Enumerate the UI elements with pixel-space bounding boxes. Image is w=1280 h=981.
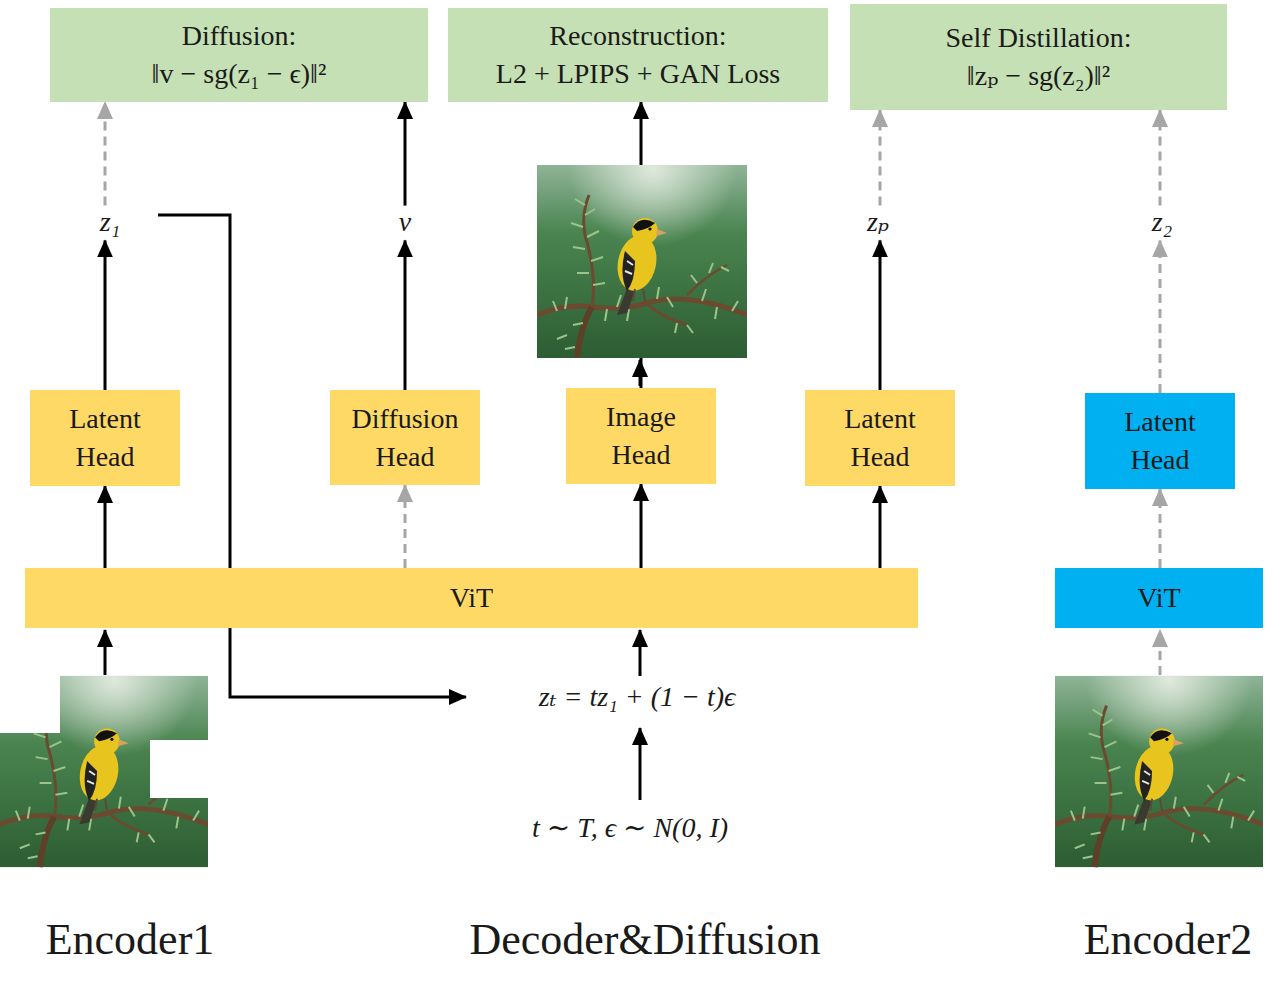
latent-variable: z₁ bbox=[100, 207, 121, 238]
node-title: ViT bbox=[450, 579, 493, 617]
node-title: Latent Head bbox=[44, 400, 166, 476]
section-caption: Encoder2 bbox=[1084, 916, 1253, 964]
connector-arrow bbox=[880, 486, 881, 568]
connector-segment bbox=[1159, 110, 1162, 206]
node-formula: ‖zₚ − sg(z₂)‖² bbox=[967, 57, 1110, 95]
loss-box: Self Distillation:‖zₚ − sg(z₂)‖² bbox=[850, 4, 1227, 110]
connector-arrow bbox=[880, 110, 881, 390]
connector-segment bbox=[404, 240, 407, 390]
head-box: Diffusion Head bbox=[330, 390, 480, 485]
connector-segment bbox=[879, 110, 882, 206]
connector-arrow bbox=[105, 102, 106, 390]
node-title: Reconstruction: bbox=[549, 17, 726, 55]
latent-variable: v bbox=[399, 207, 411, 238]
connector-segment bbox=[104, 486, 107, 568]
bird-image bbox=[537, 165, 747, 358]
section-caption: Decoder&Diffusion bbox=[469, 916, 820, 964]
node-title: Image Head bbox=[580, 398, 702, 474]
mask-patch bbox=[150, 740, 210, 798]
head-box: Latent Head bbox=[30, 390, 180, 486]
full-bird-image bbox=[1055, 676, 1263, 867]
connector-segment bbox=[104, 240, 107, 390]
node-title: Diffusion: bbox=[182, 17, 297, 55]
connector-arrow bbox=[1160, 489, 1161, 568]
noise-arrow bbox=[639, 728, 642, 800]
head-box: Latent Head bbox=[1085, 393, 1235, 489]
node-formula: ‖v − sg(z₁ − ϵ)‖² bbox=[152, 55, 327, 93]
head-box: Image Head bbox=[566, 388, 716, 484]
connector-segment bbox=[640, 102, 643, 388]
connector-segment bbox=[1159, 489, 1162, 568]
node-title: Latent Head bbox=[819, 400, 941, 476]
connector-arrow bbox=[641, 484, 642, 568]
connector-segment bbox=[104, 102, 107, 206]
loss-box: Reconstruction:L2 + LPIPS + GAN Loss bbox=[448, 8, 828, 102]
image-output-arrow bbox=[639, 360, 642, 386]
node-title: Self Distillation: bbox=[946, 19, 1132, 57]
latent-variable: zₚ bbox=[867, 207, 889, 238]
connector-segment bbox=[879, 240, 882, 390]
wire-group bbox=[105, 215, 1160, 800]
latent-variable: z₂ bbox=[1152, 207, 1173, 238]
formula-label: zₜ = tz₁ + (1 − t)ϵ bbox=[539, 682, 736, 713]
node-title: Diffusion Head bbox=[344, 400, 466, 476]
noisy-latent-arrow bbox=[639, 630, 642, 676]
input-arrow bbox=[1159, 630, 1162, 675]
input-arrow bbox=[104, 630, 107, 675]
loss-box: Diffusion:‖v − sg(z₁ − ϵ)‖² bbox=[50, 8, 428, 102]
node-formula: L2 + LPIPS + GAN Loss bbox=[496, 55, 780, 93]
vit-band: ViT bbox=[1055, 568, 1263, 628]
connector-arrow bbox=[405, 102, 406, 390]
connector-arrow bbox=[405, 485, 406, 568]
section-caption: Encoder1 bbox=[46, 916, 215, 964]
connector-arrow bbox=[1160, 110, 1161, 393]
connector-arrow bbox=[641, 102, 642, 388]
masked-bird-image bbox=[0, 676, 208, 867]
connector-arrow bbox=[105, 486, 106, 568]
head-box: Latent Head bbox=[805, 390, 955, 486]
full-bird-image bbox=[1055, 676, 1263, 867]
formula-label: t ∼ T, ϵ ∼ N(0, I) bbox=[532, 813, 728, 844]
vit-band: ViT bbox=[25, 568, 918, 628]
connector-segment bbox=[404, 102, 407, 206]
bird-image bbox=[537, 165, 747, 358]
node-title: ViT bbox=[1137, 579, 1180, 617]
node-title: Latent Head bbox=[1099, 403, 1221, 479]
mask-patch bbox=[0, 675, 60, 733]
connector-segment bbox=[640, 484, 643, 568]
connector-segment bbox=[1159, 240, 1162, 393]
connector-segment bbox=[404, 485, 407, 568]
connector-segment bbox=[879, 486, 882, 568]
masked-bird-image bbox=[0, 675, 210, 867]
